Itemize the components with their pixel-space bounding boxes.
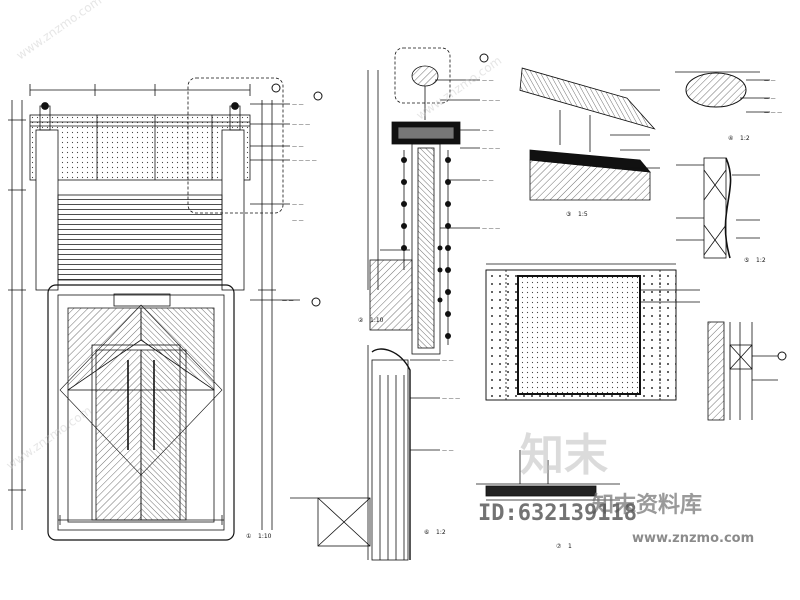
callout-marker bbox=[313, 91, 323, 101]
callout-marker bbox=[311, 297, 321, 307]
scale-label-3: 1:5 bbox=[578, 211, 588, 218]
svg-text:— —: — — bbox=[442, 358, 454, 364]
svg-text:— —: — — bbox=[282, 298, 294, 304]
slope-detail-3 bbox=[519, 67, 660, 201]
svg-text:— —: — — bbox=[764, 96, 776, 102]
detail-marker-7: ⑦ bbox=[556, 543, 562, 550]
svg-text:— — —: — — — bbox=[764, 110, 782, 116]
scale-label-7: 1 bbox=[568, 543, 572, 550]
section-detail-2 bbox=[367, 47, 480, 355]
watermark-subtitle: 知末资料库 bbox=[592, 492, 702, 518]
wall-section-9 bbox=[707, 321, 778, 421]
callout-marker bbox=[271, 83, 281, 93]
detail-marker-5: ⑤ bbox=[744, 257, 749, 264]
svg-text:— — —: — — — bbox=[292, 122, 310, 128]
svg-text:— —: — — bbox=[482, 128, 494, 134]
watermark-logo: 知末 bbox=[520, 430, 608, 481]
svg-text:— — —: — — — bbox=[442, 396, 460, 402]
section-bolts-2 bbox=[401, 157, 451, 339]
callout-marker bbox=[479, 53, 489, 63]
leader-labels-7: — — — — — — — bbox=[442, 358, 460, 454]
svg-text:— —: — — bbox=[482, 178, 494, 184]
leader-labels-2: — — — — — — — — — — — — — — — bbox=[482, 78, 500, 232]
elevation-door-drawing bbox=[8, 77, 300, 541]
svg-text:— —: — — bbox=[292, 144, 304, 150]
svg-text:— —: — — bbox=[292, 202, 304, 208]
svg-text:— —: — — bbox=[292, 218, 304, 224]
watermark-diagonal: www.znzmo.com bbox=[4, 403, 94, 472]
watermark-id: ID:632139118 bbox=[478, 501, 637, 526]
leader-labels-4: — — — — — — — bbox=[764, 78, 782, 116]
detail-marker-1: ① bbox=[246, 533, 251, 540]
detail-marker-2: ② bbox=[358, 317, 364, 324]
scale-label-6: 1:2 bbox=[436, 529, 446, 536]
watermark-diagonal: www.znzmo.com bbox=[414, 53, 504, 122]
svg-text:— — —: — — — bbox=[482, 98, 500, 104]
leader-labels-1: — — — — — — — — — — — — — — — — — bbox=[282, 102, 317, 304]
svg-text:— —: — — bbox=[764, 78, 776, 84]
svg-text:— — —: — — — bbox=[482, 146, 500, 152]
svg-text:— —: — — bbox=[292, 102, 304, 108]
detail-marker-3: ③ bbox=[566, 211, 571, 218]
svg-text:— —: — — bbox=[442, 448, 454, 454]
scale-label-5: 1:2 bbox=[756, 257, 766, 264]
scale-label-2: 1:10 bbox=[370, 317, 384, 324]
base-detail-8 bbox=[476, 450, 620, 501]
watermark-url: www.znzmo.com bbox=[632, 531, 754, 546]
dotted-panel-6 bbox=[485, 263, 700, 401]
oval-detail-4 bbox=[675, 71, 770, 113]
detail-marker-6: ⑥ bbox=[424, 529, 429, 536]
watermark-diagonal: www.znzmo.com bbox=[14, 0, 104, 62]
scale-label-1: 1:10 bbox=[258, 533, 272, 540]
scale-label-4: 1:2 bbox=[740, 135, 750, 142]
svg-text:— — — —: — — — — bbox=[292, 158, 317, 164]
lower-section-7 bbox=[290, 345, 440, 561]
callout-marker bbox=[777, 351, 787, 361]
detail-marker-4: ④ bbox=[728, 135, 733, 142]
svg-text:— — —: — — — bbox=[482, 226, 500, 232]
svg-text:— —: — — bbox=[482, 78, 494, 84]
strip-detail-5 bbox=[676, 157, 760, 259]
